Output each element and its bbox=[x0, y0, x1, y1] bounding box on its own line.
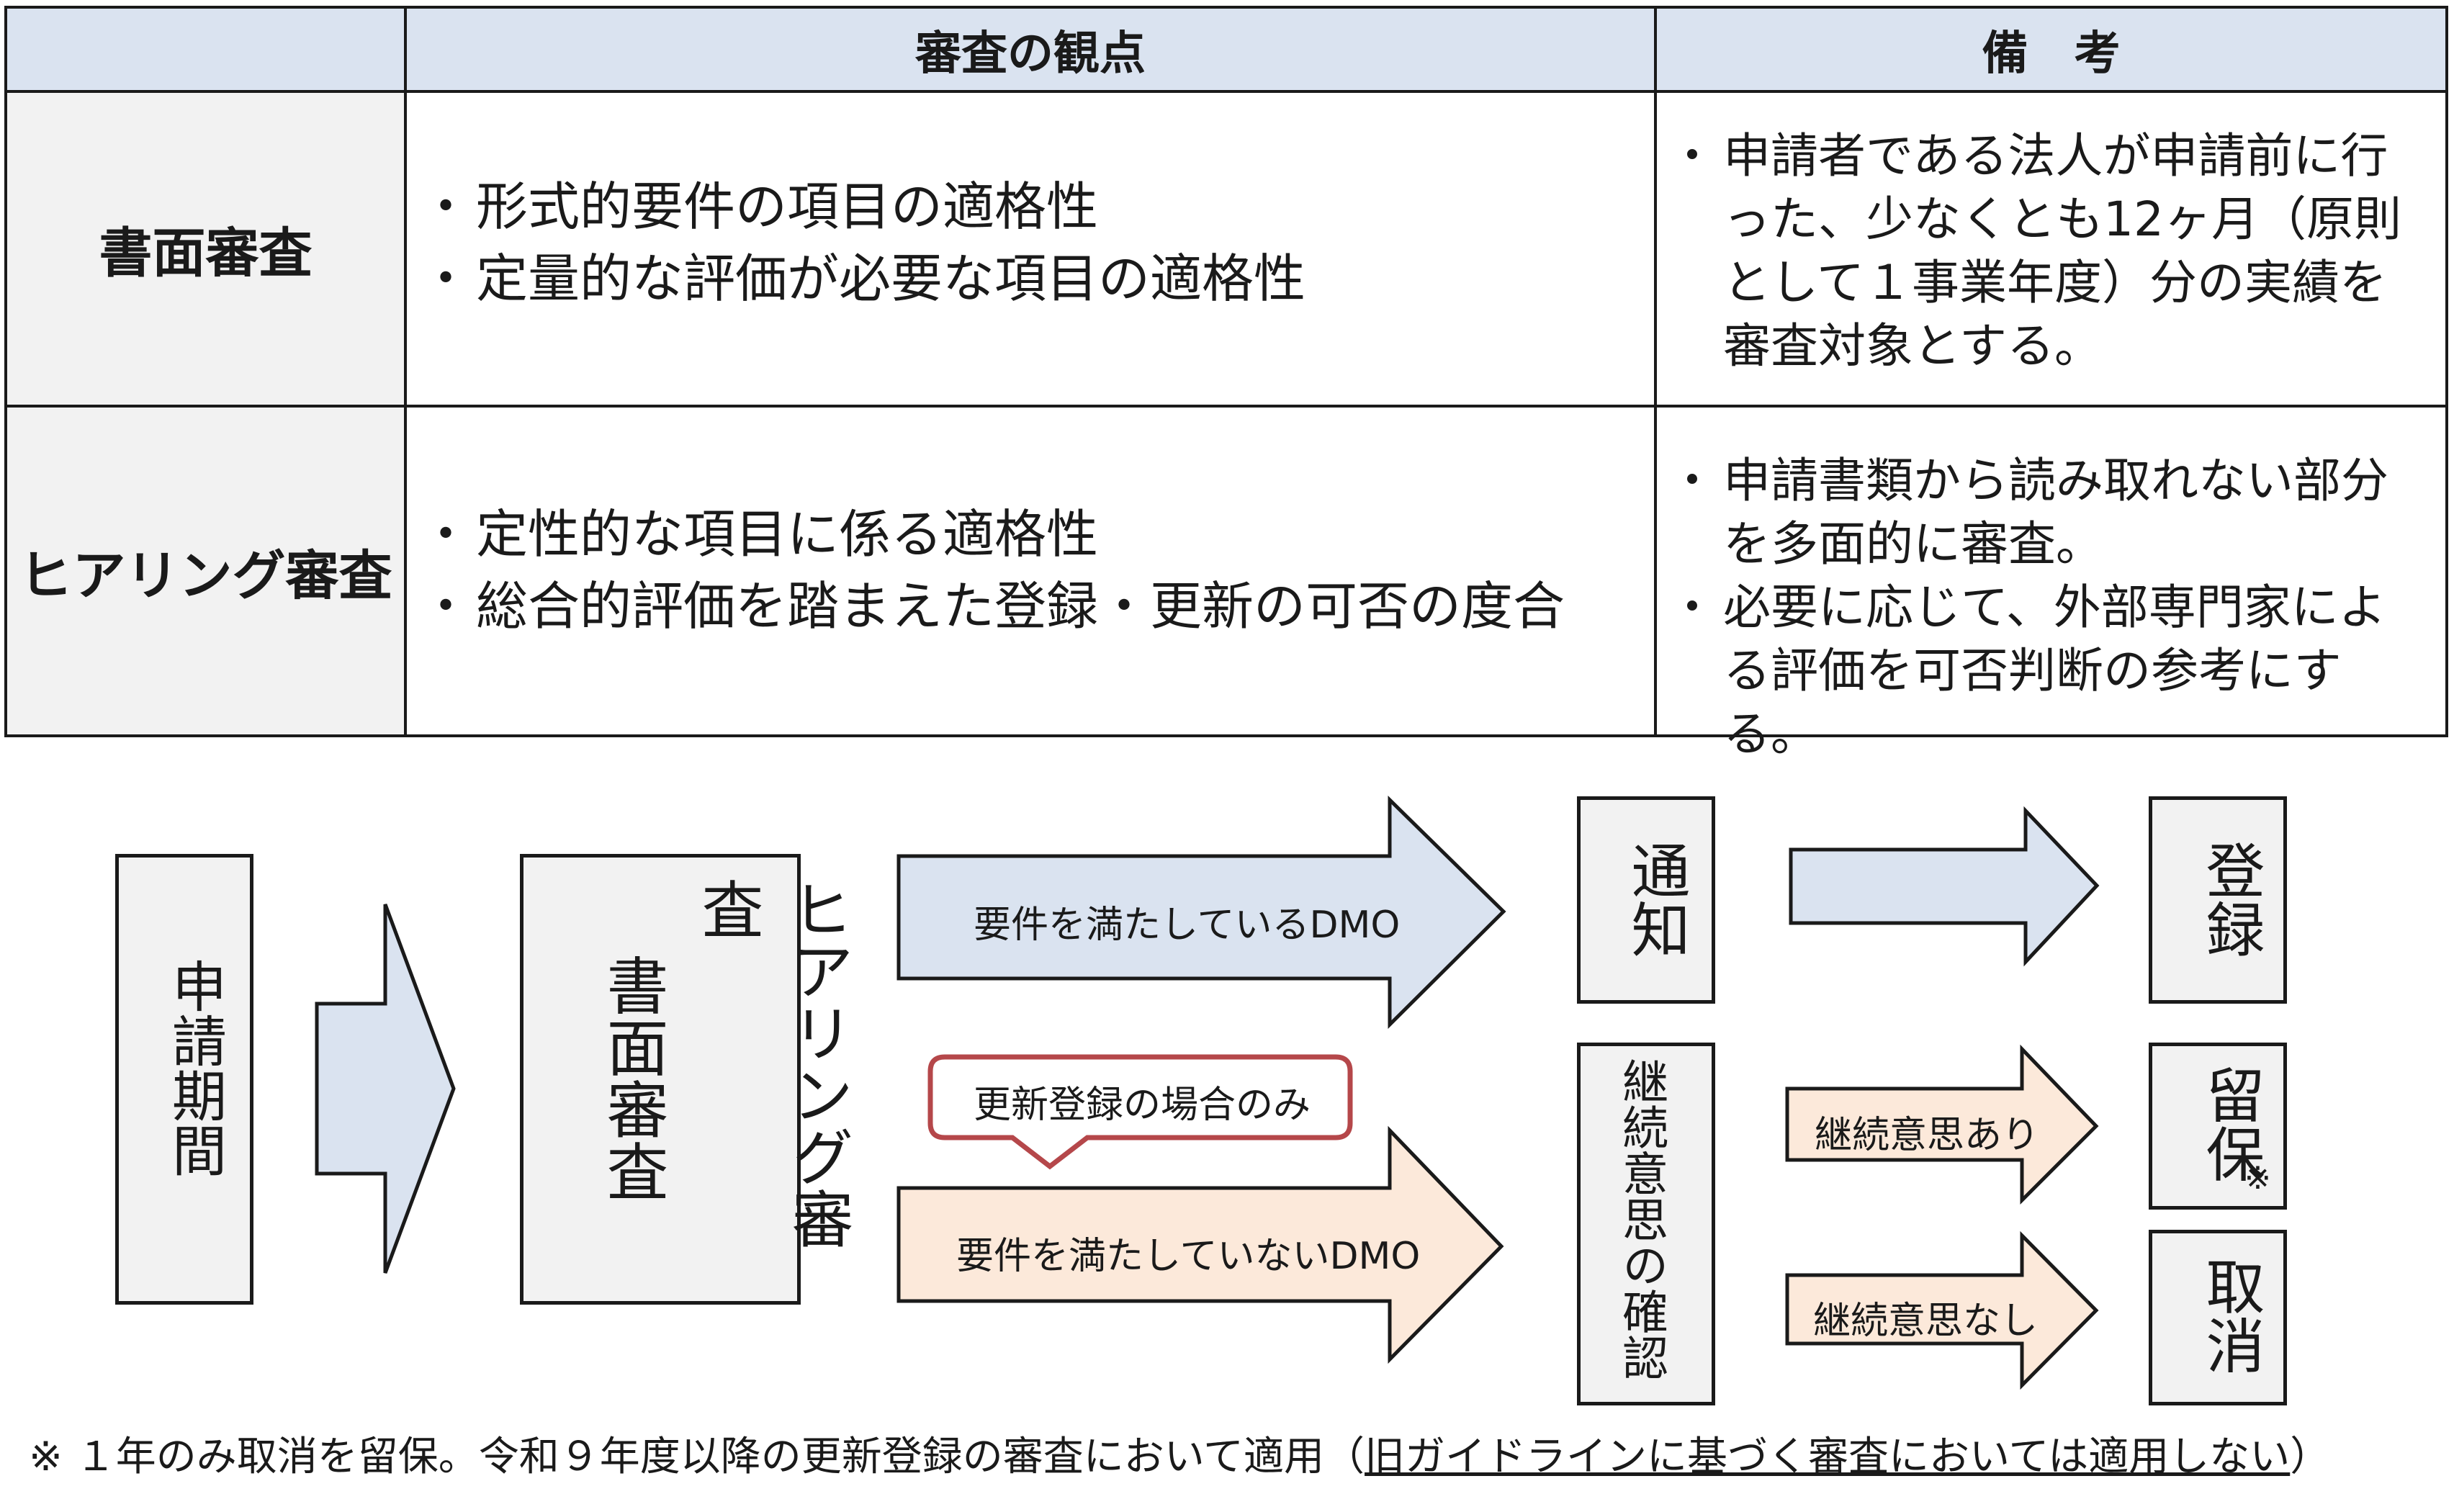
review-box: ヒアリング審査 書面審査 bbox=[520, 854, 853, 1305]
application-period-label: 申請期間 bbox=[163, 958, 227, 1177]
cancel-label: 取消 bbox=[2195, 1256, 2264, 1374]
remarks-cell: ・申請者である法人が申請前に行った、少なくとも12ヶ月（原則として１事業年度）分… bbox=[1657, 93, 2445, 405]
hold-label: 留保 bbox=[2195, 1065, 2264, 1183]
hearing-review-label: ヒアリング審査 bbox=[691, 878, 853, 1249]
remarks-list: ・申請者である法人が申請前に行った、少なくとも12ヶ月（原則として１事業年度）分… bbox=[1657, 125, 2431, 378]
arrow-meets-requirements bbox=[896, 796, 1506, 1030]
list-item: ・必要に応じて、外部専門家による評価を可否判断の参考にする。 bbox=[1668, 580, 2386, 762]
callout-bubble bbox=[927, 1054, 1353, 1170]
row-label-hearing-review: ヒアリング審査 bbox=[7, 408, 404, 734]
footnote: ※ １年のみ取消を留保。令和９年度以降の更新登録の審査において適用（旧ガイドライ… bbox=[29, 1434, 2331, 1480]
register-label: 登録 bbox=[2195, 840, 2264, 958]
viewpoint-list: ・形式的要件の項目の適格性 ・定量的な評価が必要な項目の適格性 bbox=[407, 171, 1305, 315]
arrow-intent-yes bbox=[1785, 1044, 2099, 1205]
arrow-to-review bbox=[315, 904, 456, 1274]
callout-renewal-only: 更新登録の場合のみ bbox=[974, 1084, 1311, 1127]
document-review-label: 書面審査 bbox=[595, 954, 668, 1202]
label-intent-yes: 継続意思あり bbox=[1815, 1114, 2040, 1157]
viewpoint-cell: ・定性的な項目に係る適格性 ・総合的評価を踏まえた登録・更新の可否の度合 bbox=[407, 408, 1654, 734]
notify-box: 通知 bbox=[1577, 796, 1715, 1004]
arrow-not-meets-requirements bbox=[896, 1125, 1504, 1364]
remarks-list: ・申請書類から読み取れない部分を多面的に審査。 ・必要に応じて、外部専門家による… bbox=[1657, 449, 2431, 766]
hold-note-mark: ※ bbox=[2244, 1160, 2271, 1197]
label-intent-no: 継続意思なし bbox=[1813, 1300, 2039, 1343]
label-meets-requirements: 要件を満たしているDMO bbox=[974, 904, 1401, 947]
notify-label: 通知 bbox=[1621, 840, 1689, 958]
list-item: ・定量的な評価が必要な項目の適格性 bbox=[420, 248, 1306, 309]
cancel-box: 取消 bbox=[2149, 1230, 2287, 1405]
table-divider bbox=[7, 405, 2445, 408]
label-not-meets-requirements: 要件を満たしていないDMO bbox=[956, 1235, 1421, 1278]
review-table: 審査の観点 備 考 書面審査 ・形式的要件の項目の適格性 ・定量的な評価が必要な… bbox=[4, 6, 2448, 762]
header-viewpoint: 審査の観点 bbox=[407, 9, 1654, 90]
list-item: ・申請書類から読み取れない部分を多面的に審査。 bbox=[1668, 453, 2388, 572]
table-divider bbox=[1654, 9, 1657, 734]
list-item: ・定性的な項目に係る適格性 bbox=[420, 504, 1099, 564]
continuation-confirm-label: 継続意思の確認 bbox=[1614, 1058, 1668, 1380]
arrow-to-register bbox=[1789, 806, 2100, 967]
register-box: 登録 bbox=[2149, 796, 2287, 1004]
hold-box: 留保 ※ bbox=[2149, 1043, 2287, 1210]
row-label-document-review: 書面審査 bbox=[7, 93, 404, 405]
application-period-box: 申請期間 bbox=[115, 854, 253, 1305]
header-remarks: 備 考 bbox=[1657, 9, 2445, 90]
continuation-confirm-box: 継続意思の確認 bbox=[1577, 1043, 1715, 1405]
list-item: ・形式的要件の項目の適格性 bbox=[420, 176, 1099, 237]
list-item: ・申請者である法人が申請前に行った、少なくとも12ヶ月（原則として１事業年度）分… bbox=[1668, 128, 2401, 374]
table-divider bbox=[7, 90, 2445, 93]
viewpoint-list: ・定性的な項目に係る適格性 ・総合的評価を踏まえた登録・更新の可否の度合 bbox=[407, 498, 1565, 642]
list-item: ・総合的評価を踏まえた登録・更新の可否の度合 bbox=[420, 576, 1565, 636]
arrow-intent-no bbox=[1785, 1230, 2099, 1390]
remarks-cell: ・申請書類から読み取れない部分を多面的に審査。 ・必要に応じて、外部専門家による… bbox=[1657, 408, 2445, 762]
viewpoint-cell: ・形式的要件の項目の適格性 ・定量的な評価が必要な項目の適格性 bbox=[407, 93, 1654, 405]
header-corner bbox=[7, 9, 404, 90]
table-divider bbox=[404, 9, 407, 734]
